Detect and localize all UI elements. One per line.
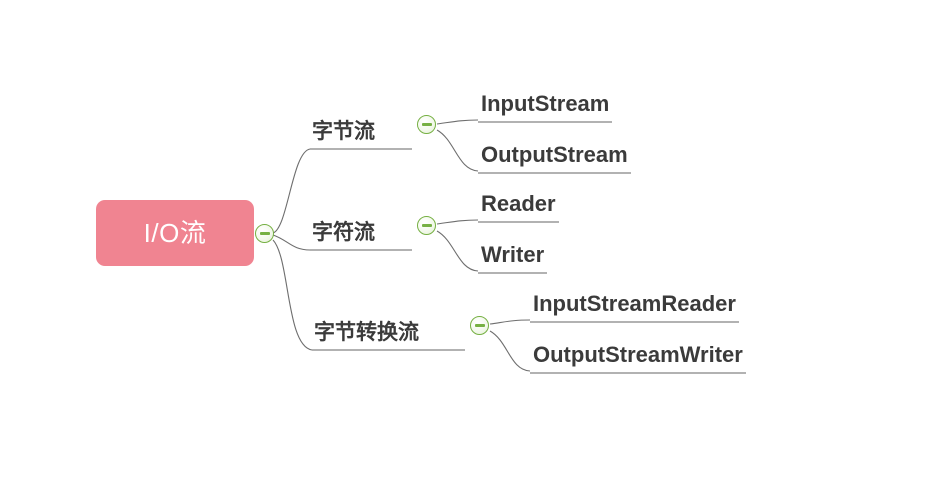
leaf-node-inputstreamreader-label: InputStreamReader xyxy=(533,291,736,316)
leaf-node-outputstreamwriter[interactable]: OutputStreamWriter xyxy=(530,341,746,374)
root-node[interactable]: I/O流 xyxy=(96,200,254,266)
leaf-node-outputstream[interactable]: OutputStream xyxy=(478,141,631,174)
minus-icon xyxy=(259,232,270,235)
leaf-node-inputstream[interactable]: InputStream xyxy=(478,90,613,123)
leaf-node-reader[interactable]: Reader xyxy=(478,190,559,223)
leaf-node-writer-label: Writer xyxy=(481,242,545,267)
connector-branch-3-to-leaf-2 xyxy=(489,330,531,372)
leaf-node-inputstream-underline xyxy=(478,121,613,123)
branch-character-stream-collapse-toggle[interactable] xyxy=(417,216,436,235)
leaf-node-reader-label: Reader xyxy=(481,191,556,216)
connector-root-to-branch-1 xyxy=(272,148,311,234)
connector-branch-3-to-leaf-1 xyxy=(489,319,531,325)
leaf-node-inputstreamreader-underline xyxy=(530,321,739,323)
connector-root-to-branch-2 xyxy=(272,234,311,251)
connector-root-to-branch-3 xyxy=(272,239,313,351)
leaf-node-inputstream-label: InputStream xyxy=(481,91,610,116)
minus-icon xyxy=(421,123,432,126)
leaf-node-outputstream-label: OutputStream xyxy=(481,142,628,167)
leaf-node-inputstreamreader[interactable]: InputStreamReader xyxy=(530,290,739,323)
branch-node-character-stream-label: 字符流 xyxy=(312,221,375,244)
branch-node-byte-stream[interactable]: 字节流 xyxy=(310,119,412,148)
branch-node-character-stream[interactable]: 字符流 xyxy=(310,220,412,249)
branch-byte-conversion-stream-collapse-toggle[interactable] xyxy=(470,316,489,335)
branch-node-byte-conversion-stream-label: 字节转换流 xyxy=(314,321,419,344)
branch-byte-stream-collapse-toggle[interactable] xyxy=(417,115,436,134)
minus-icon xyxy=(474,324,485,327)
root-node-label: I/O流 xyxy=(143,218,207,248)
leaf-node-outputstream-underline xyxy=(478,172,631,174)
leaf-node-outputstreamwriter-label: OutputStreamWriter xyxy=(533,342,743,367)
minus-icon xyxy=(421,224,432,227)
connector-branch-2-to-leaf-1 xyxy=(436,219,479,225)
leaf-node-writer[interactable]: Writer xyxy=(478,241,548,274)
connector-branch-1-to-leaf-1 xyxy=(436,119,479,125)
branch-node-byte-conversion-stream[interactable]: 字节转换流 xyxy=(312,320,465,349)
leaf-node-reader-underline xyxy=(478,221,559,223)
root-collapse-toggle[interactable] xyxy=(255,224,274,243)
leaf-node-writer-underline xyxy=(478,272,548,274)
branch-node-byte-stream-label: 字节流 xyxy=(312,120,375,143)
connector-branch-2-to-leaf-2 xyxy=(436,230,479,272)
leaf-node-outputstreamwriter-underline xyxy=(530,372,746,374)
connector-branch-1-to-leaf-2 xyxy=(436,129,479,172)
